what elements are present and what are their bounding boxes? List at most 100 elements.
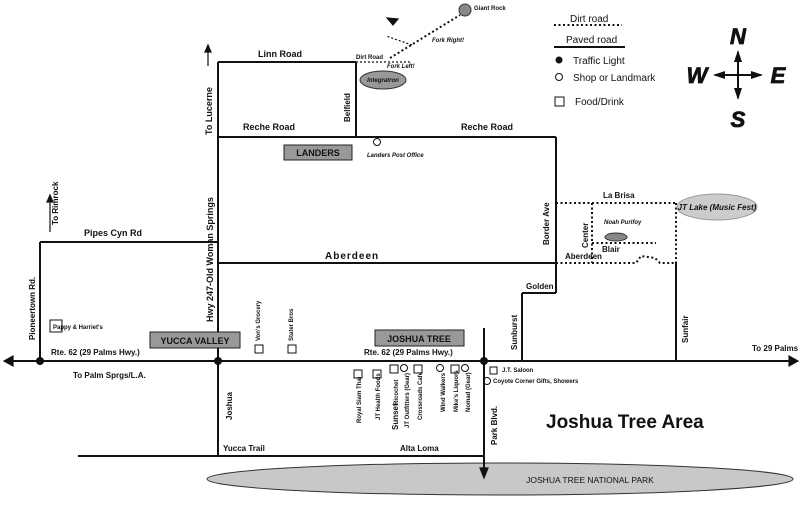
business-mikes: Mike's Liquors <box>450 364 460 412</box>
business-ricochet: Ricochet <box>389 364 400 405</box>
traffic-light <box>480 357 488 365</box>
road-label-border-ave: Border Ave <box>542 202 551 245</box>
paved-roads <box>12 61 790 470</box>
road-label-aberdeen-east: Aberdeen <box>565 252 602 261</box>
business-vons: Von's Grocery <box>254 300 264 354</box>
svg-text:Wind Walkers: Wind Walkers <box>441 372 447 412</box>
noah-purifoy-landmark: Noah Purifoy <box>604 220 642 242</box>
giant-rock-landmark: Giant Rock <box>458 3 506 17</box>
svg-text:JT Lake (Music Fest): JT Lake (Music Fest) <box>678 203 757 212</box>
smiley-icon <box>436 364 444 372</box>
park-blvd-arrow <box>479 467 489 480</box>
legend-shop-label: Shop or Landmark <box>573 73 656 84</box>
legend-food-icon <box>554 96 565 107</box>
road-label-reche-east: Reche Road <box>461 122 513 132</box>
road-label-to-29-palms: To 29 Palms <box>752 344 799 353</box>
svg-text:Ricochet: Ricochet <box>394 380 400 405</box>
dirt-to-giant-rock <box>389 14 461 59</box>
svg-text:Pappy & Harriet's: Pappy & Harriet's <box>53 325 103 331</box>
legend-food-label: Food/Drink <box>575 97 625 108</box>
traffic-light <box>214 357 222 365</box>
business-jt-outfitters: JT Outfitters (Gear) <box>400 364 411 428</box>
road-label-belfield: Belfield <box>343 93 352 122</box>
svg-text:Noah Purifoy: Noah Purifoy <box>604 220 642 226</box>
integratron-landmark: Integratron <box>359 70 407 90</box>
road-label-center: Center <box>581 223 590 248</box>
business-crossroads: Crossroads Cafe <box>413 364 424 420</box>
legend-paved-road-label: Paved road <box>566 35 617 46</box>
svg-text:Mike's Liquors: Mike's Liquors <box>454 370 460 412</box>
svg-text:JOSHUA TREE: JOSHUA TREE <box>387 334 451 344</box>
town-yucca-valley: YUCCA VALLEY <box>149 331 241 349</box>
road-label-blair: Blair <box>602 245 620 254</box>
road-label-to-rimrock: To Rimrock <box>51 181 60 225</box>
road-label-yucca-trail: Yucca Trail <box>223 444 265 453</box>
rte-62-west-arrow <box>2 354 14 368</box>
svg-text:Royal Siam Thai: Royal Siam Thai <box>357 376 363 423</box>
town-joshua-tree: JOSHUA TREE <box>374 329 465 347</box>
road-label-joshua: Joshua <box>225 391 234 420</box>
road-label-sunburst: Sunburst <box>510 315 519 350</box>
road-label-la-brisa: La Brisa <box>603 191 635 200</box>
legend-traffic-light-label: Traffic Light <box>573 56 625 67</box>
compass-rose: N S W E <box>686 24 787 133</box>
legend: Dirt road Paved road Traffic Light Shop … <box>554 14 656 108</box>
national-park-label: JOSHUA TREE NATIONAL PARK <box>526 475 654 485</box>
road-label-rte-62-mid: Rte. 62 (29 Palms Hwy.) <box>364 348 453 357</box>
road-label-sunfair: Sunfair <box>681 315 690 343</box>
svg-text:Crossroads Cafe: Crossroads Cafe <box>418 371 424 420</box>
legend-smiley-icon <box>555 73 563 81</box>
jt-lake-landmark: JT Lake (Music Fest) <box>676 193 758 221</box>
dirt-aberdeen-east <box>556 254 676 264</box>
coyote-corner: Coyote Corner Gifts, Showers <box>483 377 579 385</box>
pappy-harriets: Pappy & Harriet's <box>49 319 103 333</box>
svg-text:JT Health Foods: JT Health Foods <box>376 373 382 420</box>
town-landers: LANDERS <box>283 144 353 161</box>
svg-text:JT Outfitters (Gear): JT Outfitters (Gear) <box>405 373 411 428</box>
business-wind-walkers: Wind Walkers <box>436 364 447 412</box>
road-label-aberdeen: Aberdeen <box>325 251 379 262</box>
svg-text:LANDERS: LANDERS <box>296 148 340 158</box>
compass-s: S <box>731 107 746 132</box>
legend-traffic-light-icon <box>555 56 563 64</box>
road-label-rte-62-west: Rte. 62 (29 Palms Hwy.) <box>51 348 140 357</box>
compass-n: N <box>730 24 747 49</box>
road-label-to-lucerne: To Lucerne <box>204 87 214 135</box>
road-label-alta-loma: Alta Loma <box>400 444 439 453</box>
dirt-roads <box>389 14 677 264</box>
map-title: Joshua Tree Area <box>546 412 704 433</box>
smiley-icon <box>461 364 469 372</box>
svg-text:Giant Rock: Giant Rock <box>474 6 506 12</box>
compass-w: W <box>687 63 710 88</box>
svg-text:Landers Post Office: Landers Post Office <box>367 153 424 159</box>
legend-dirt-road-label: Dirt road <box>570 14 608 25</box>
smiley-icon <box>373 138 381 146</box>
dirt-fork-left <box>356 35 413 63</box>
road-label-pipes: Pipes Cyn Rd <box>84 228 142 238</box>
svg-text:Stater Bros: Stater Bros <box>289 308 295 341</box>
traffic-light <box>36 357 44 365</box>
road-label-fork-left: Fork Left! <box>387 64 415 70</box>
compass-e: E <box>771 63 787 88</box>
business-stater: Stater Bros <box>287 308 297 354</box>
road-label-dirt-road: Dirt Road <box>356 55 383 61</box>
svg-text:YUCCA VALLEY: YUCCA VALLEY <box>160 336 229 346</box>
jt-saloon: J.T. Saloon <box>489 366 534 375</box>
road-label-sunset: Sunset <box>391 403 400 430</box>
road-label-pioneertown: Pioneertown Rd. <box>28 277 37 340</box>
traffic-lights <box>36 357 488 365</box>
road-label-fork-right: Fork Right! <box>432 38 464 44</box>
smiley-icon <box>400 364 408 372</box>
business-nomad: Nomad (Gear) <box>461 364 472 412</box>
svg-text:Integratron: Integratron <box>367 78 399 84</box>
road-label-golden: Golden <box>526 282 554 291</box>
svg-text:Von's Grocery: Von's Grocery <box>256 300 262 341</box>
smiley-icon <box>483 377 491 385</box>
national-park-ellipse <box>206 462 794 496</box>
rte-62-east-arrow <box>788 354 800 368</box>
arrows <box>2 17 800 480</box>
road-label-reche-west: Reche Road <box>243 122 295 132</box>
landers-post-office: Landers Post Office <box>367 138 424 159</box>
road-label-hwy-247: Hwy 247-Old Woman Springs <box>205 197 215 322</box>
